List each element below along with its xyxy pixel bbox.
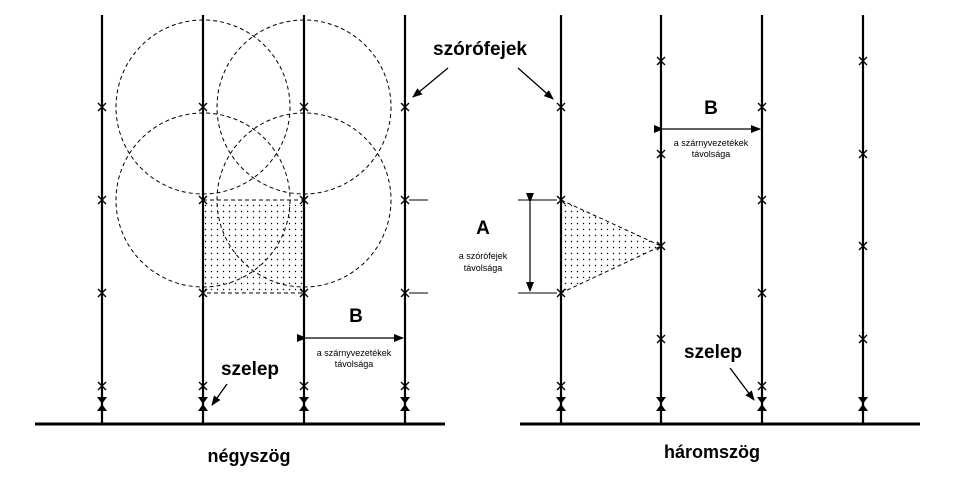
coverage-area-square [202, 199, 305, 294]
sprinkler-x-icon [299, 102, 309, 112]
sprinkler-markers-right [556, 56, 868, 391]
wetted-circle [216, 19, 392, 195]
valve-arrow-right [729, 367, 755, 401]
valve-icon [299, 397, 309, 411]
a-label: A [476, 218, 490, 239]
triangle-layout: A a szórófejek távolsága B a szárnyvezet… [459, 15, 920, 462]
sprinkler-x-icon [757, 195, 767, 205]
sprinkler-x-icon [198, 195, 208, 205]
sprinkler-heads-label: szórófejek [433, 39, 527, 60]
sprinkler-x-icon [299, 195, 309, 205]
square-caption: négyszög [207, 446, 290, 466]
valve-icon [757, 397, 767, 411]
lateral-spacing-label: a szárnyvezetékek [317, 348, 392, 358]
sprinkler-x-icon [556, 288, 566, 298]
sprinkler-x-icon [400, 195, 410, 205]
sprinkler-x-icon [400, 102, 410, 112]
coverage-area-triangle [560, 199, 663, 294]
sprinkler-x-icon [97, 288, 107, 298]
lateral-spacing-label: távolsága [692, 149, 731, 159]
sprinkler-arrow-left [412, 67, 449, 98]
sprinkler-x-icon [198, 381, 208, 391]
head-spacing-label: a szórófejek [459, 251, 508, 261]
sprinkler-x-icon [556, 195, 566, 205]
valve-label-left: szelep [221, 359, 279, 380]
sprinkler-x-icon [757, 102, 767, 112]
valve-icon [198, 397, 208, 411]
sprinkler-x-icon [400, 288, 410, 298]
head-spacing-label: távolsága [464, 263, 503, 273]
sprinkler-arrow-right [517, 67, 554, 100]
b-label-right: B [704, 98, 718, 119]
valve-arrow-left [211, 383, 228, 406]
sprinkler-x-icon [757, 381, 767, 391]
sprinkler-x-icon [400, 381, 410, 391]
sprinkler-x-icon [299, 288, 309, 298]
valve-icon [400, 397, 410, 411]
valves-left [97, 397, 410, 411]
sprinkler-x-icon [858, 334, 868, 344]
square-layout: B a szárnyvezetékek távolsága szelep nég… [35, 15, 445, 466]
sprinkler-x-icon [198, 288, 208, 298]
wetted-circle [115, 19, 291, 195]
sprinkler-x-icon [556, 102, 566, 112]
valve-icon [97, 397, 107, 411]
sprinkler-markers-left [97, 102, 410, 391]
valves-right [556, 397, 868, 411]
sprinkler-x-icon [656, 56, 666, 66]
sprinkler-x-icon [858, 56, 868, 66]
sprinkler-x-icon [299, 381, 309, 391]
sprinkler-x-icon [858, 149, 868, 159]
sprinkler-x-icon [858, 241, 868, 251]
triangle-caption: háromszög [664, 442, 760, 462]
lateral-spacing-label: távolsága [335, 359, 374, 369]
wetted-circle [216, 112, 392, 288]
valve-icon [858, 397, 868, 411]
sprinkler-x-icon [757, 288, 767, 298]
b-label-left: B [349, 306, 363, 327]
sprinkler-x-icon [97, 381, 107, 391]
sprinkler-x-icon [656, 241, 666, 251]
sprinkler-x-icon [556, 381, 566, 391]
wetted-circle [115, 112, 291, 288]
lateral-spacing-label: a szárnyvezetékek [674, 138, 749, 148]
valve-label-right: szelep [684, 342, 742, 363]
sprinkler-x-icon [656, 334, 666, 344]
sprinkler-x-icon [97, 102, 107, 112]
sprinkler-x-icon [198, 102, 208, 112]
valve-icon [656, 397, 666, 411]
sprinkler-x-icon [656, 149, 666, 159]
valve-icon [556, 397, 566, 411]
sprinkler-x-icon [97, 195, 107, 205]
